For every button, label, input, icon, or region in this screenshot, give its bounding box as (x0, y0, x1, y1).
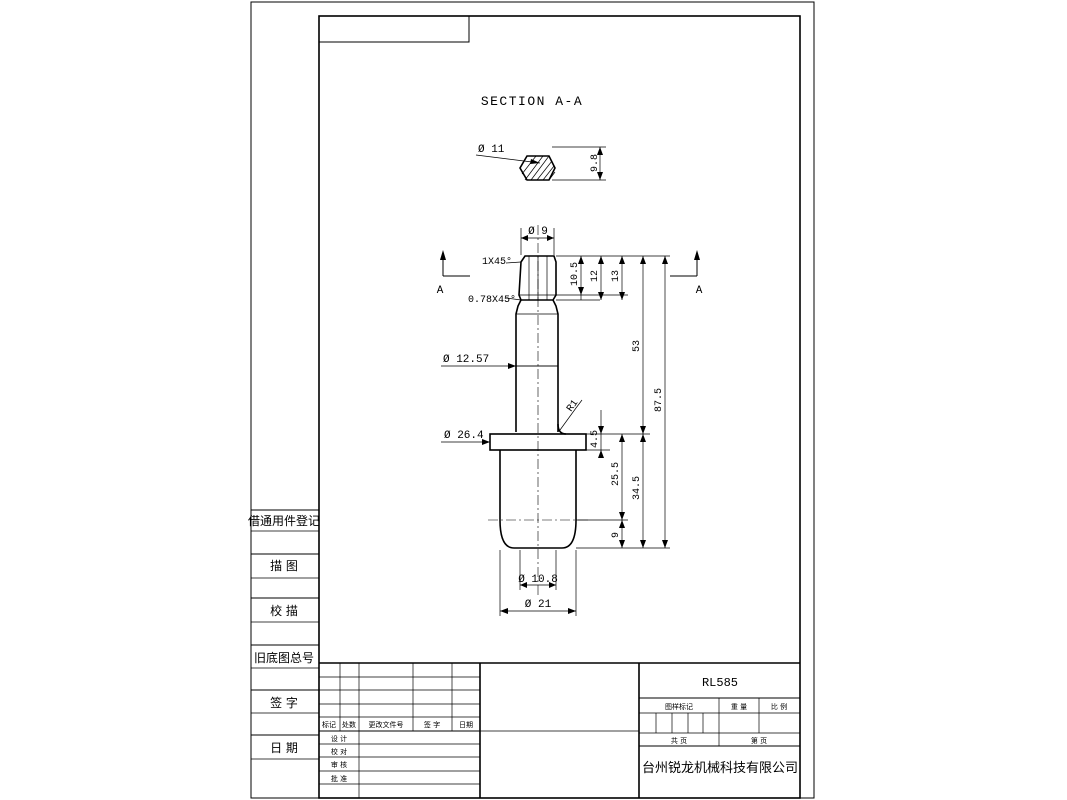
part-number: RL585 (702, 676, 738, 690)
section-dia-label: Ø 11 (478, 144, 505, 156)
dim-groove-radius: R1 (565, 398, 581, 414)
rev-header-sign: 签 字 (424, 720, 440, 729)
stage-label: 图样标记 (665, 702, 693, 711)
rev-header-mark: 标记 (322, 720, 336, 729)
reversed-title-box (318, 15, 470, 43)
cut-label-right: A (696, 285, 703, 297)
dim-12: 12 (590, 270, 601, 282)
section-title: SECTION A-A (481, 94, 583, 109)
cut-markers: A A (437, 250, 703, 297)
dim-13: 13 (611, 270, 622, 282)
revision-table: 标记 处数 更改文件号 签 字 日期 设 计 校 对 审 核 批 准 (319, 662, 800, 798)
rev-header-count: 处数 (342, 720, 356, 729)
rev-header-date: 日期 (459, 721, 473, 729)
dim-top-dia: Ø 9 (528, 226, 548, 238)
dim-87-5: 87.5 (654, 388, 665, 412)
total-pages-label: 共 页 (671, 736, 687, 745)
cut-label-left: A (437, 285, 444, 297)
dim-base-dia: Ø 21 (525, 599, 552, 611)
page-label: 第 页 (751, 736, 767, 745)
side-label-check-trace: 校 描 (270, 603, 298, 618)
dim-53: 53 (632, 340, 643, 352)
dim-flange-dia: Ø 26.4 (444, 430, 484, 442)
dim-lower-dia: Ø 10.8 (518, 574, 558, 586)
rev-header-doc: 更改文件号 (369, 720, 404, 729)
dim-10-5: 10.5 (570, 262, 581, 286)
hex-head (518, 255, 557, 301)
weight-label: 重 量 (731, 703, 747, 711)
dim-34-5: 34.5 (632, 476, 643, 500)
sheet-border (250, 1, 815, 799)
title-block: RL585 图样标记 重 量 比 例 共 页 第 页 台州锐龙机械科技有限公司 (639, 676, 800, 776)
side-label-trace: 描 图 (270, 559, 298, 573)
part-view: Ø 9 1X45° 0.78X45° Ø 12.57 Ø 26.4 R1 Ø 1… (441, 225, 670, 616)
side-label-old-number: 旧底图总号 (254, 650, 314, 665)
role-approve: 批 准 (331, 774, 347, 783)
scale-label: 比 例 (771, 702, 787, 711)
dim-25-5: 25.5 (611, 462, 622, 486)
side-column: 借通用件登记 描 图 校 描 旧底图总号 签 字 日 期 (248, 509, 320, 760)
company-name: 台州锐龙机械科技有限公司 (642, 761, 798, 776)
role-review: 审 核 (331, 760, 347, 769)
section-view: SECTION A-A Ø 11 9.8 (475, 94, 606, 181)
side-label-signature: 签 字 (270, 695, 298, 710)
dim-chamfer-top: 1X45° (482, 256, 512, 268)
dim-chamfer-bottom: 0.78X45° (468, 294, 516, 306)
side-label-date: 日 期 (270, 741, 298, 755)
role-proofread: 校 对 (331, 747, 347, 756)
dim-shaft-dia: Ø 12.57 (443, 354, 489, 366)
side-label-register: 借通用件登记 (248, 513, 320, 528)
lower-body (499, 450, 577, 549)
section-flats-label: 9.8 (590, 154, 601, 172)
dim-4-5: 4.5 (590, 430, 601, 448)
role-design: 设 计 (331, 734, 347, 743)
hex-section (519, 155, 556, 181)
dim-9: 9 (611, 532, 622, 538)
